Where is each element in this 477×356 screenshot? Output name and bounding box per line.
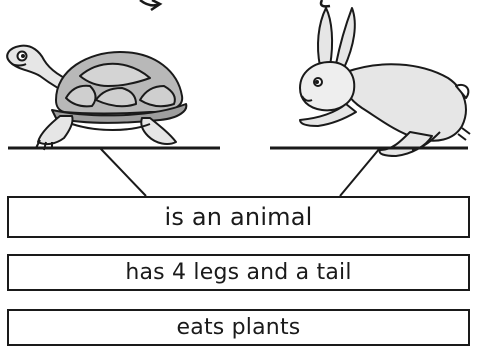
top-arrow-left bbox=[140, 0, 160, 10]
top-arrow-right bbox=[321, 0, 330, 6]
trait-box-2: has 4 legs and a tail bbox=[7, 254, 470, 291]
tortoise-icon bbox=[7, 46, 186, 150]
trait-box-1: is an animal bbox=[7, 196, 470, 238]
tortoise-connector bbox=[100, 148, 146, 196]
hare-connector bbox=[340, 148, 380, 196]
hare-icon bbox=[300, 8, 470, 156]
trait-box-3: eats plants bbox=[7, 309, 470, 346]
